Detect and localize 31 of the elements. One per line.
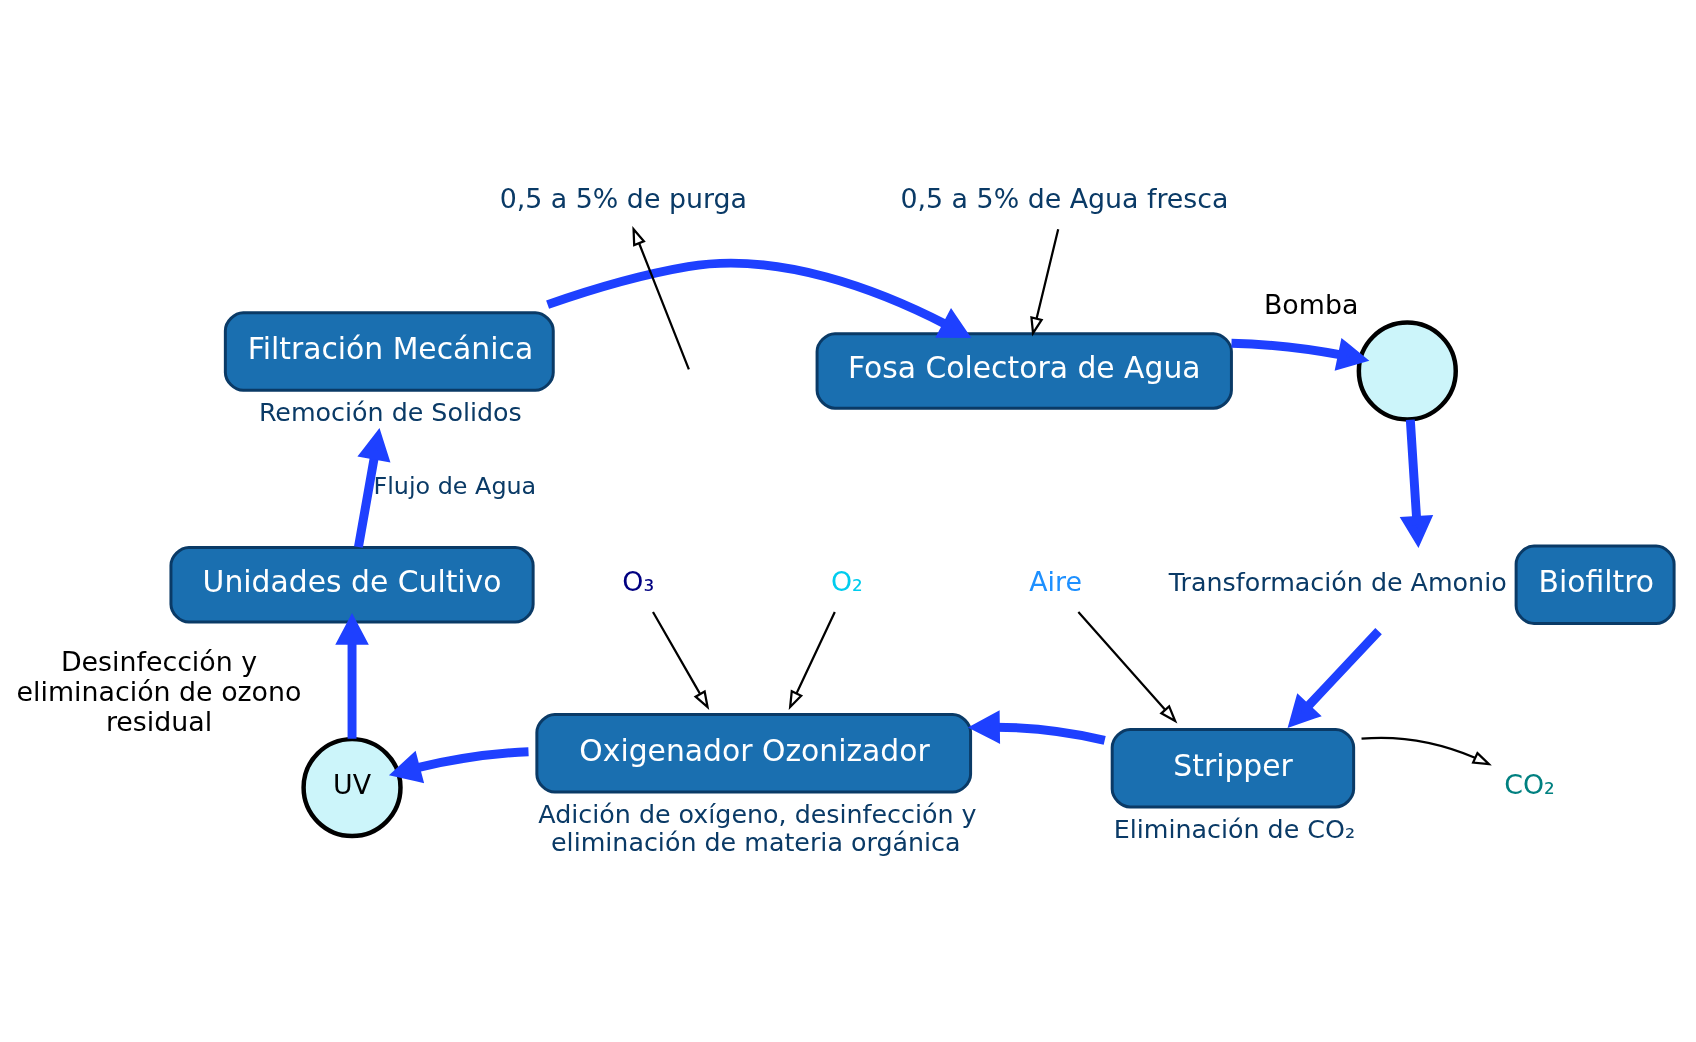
arrow <box>1231 337 1370 371</box>
node-text: Aire <box>1029 565 1082 597</box>
node-label: Bomba <box>1263 288 1359 320</box>
arrow <box>1361 736 1492 765</box>
node-text: O₂ <box>830 565 863 597</box>
arrow <box>335 612 369 739</box>
arrow <box>388 746 529 783</box>
node-label: Remoción de Solidos <box>258 396 522 427</box>
node-text: 0,5 a 5% de purga <box>499 182 747 214</box>
edge-label: Flujo de Agua <box>373 471 537 500</box>
arrow <box>1030 228 1060 336</box>
arrow <box>1077 610 1178 724</box>
arrow <box>632 225 690 370</box>
node-text: 0,5 a 5% de Agua fresca <box>900 182 1229 214</box>
arrow <box>788 611 836 710</box>
arrow <box>652 610 710 710</box>
arrow <box>1287 627 1382 728</box>
node-text: O₃ <box>622 565 655 597</box>
node-label: Transformación de Amonio <box>1168 566 1507 597</box>
node-label: Eliminación de CO₂ <box>1113 813 1356 844</box>
node-text: CO₂ <box>1504 768 1555 800</box>
node-box: Unidades de Cultivo <box>169 545 535 624</box>
node-box: Fosa Colectora de Agua <box>815 331 1233 410</box>
arrow <box>1399 419 1434 548</box>
arrow <box>354 427 391 548</box>
arrow <box>546 258 972 338</box>
node-label: Desinfección y eliminación de ozono residual <box>16 645 302 737</box>
node-label: Adición de oxígeno, desinfección y eliminación de materia orgánica <box>538 798 977 857</box>
node-circle <box>1356 319 1458 422</box>
arrow <box>967 709 1106 745</box>
node-circle: UV <box>301 736 403 838</box>
